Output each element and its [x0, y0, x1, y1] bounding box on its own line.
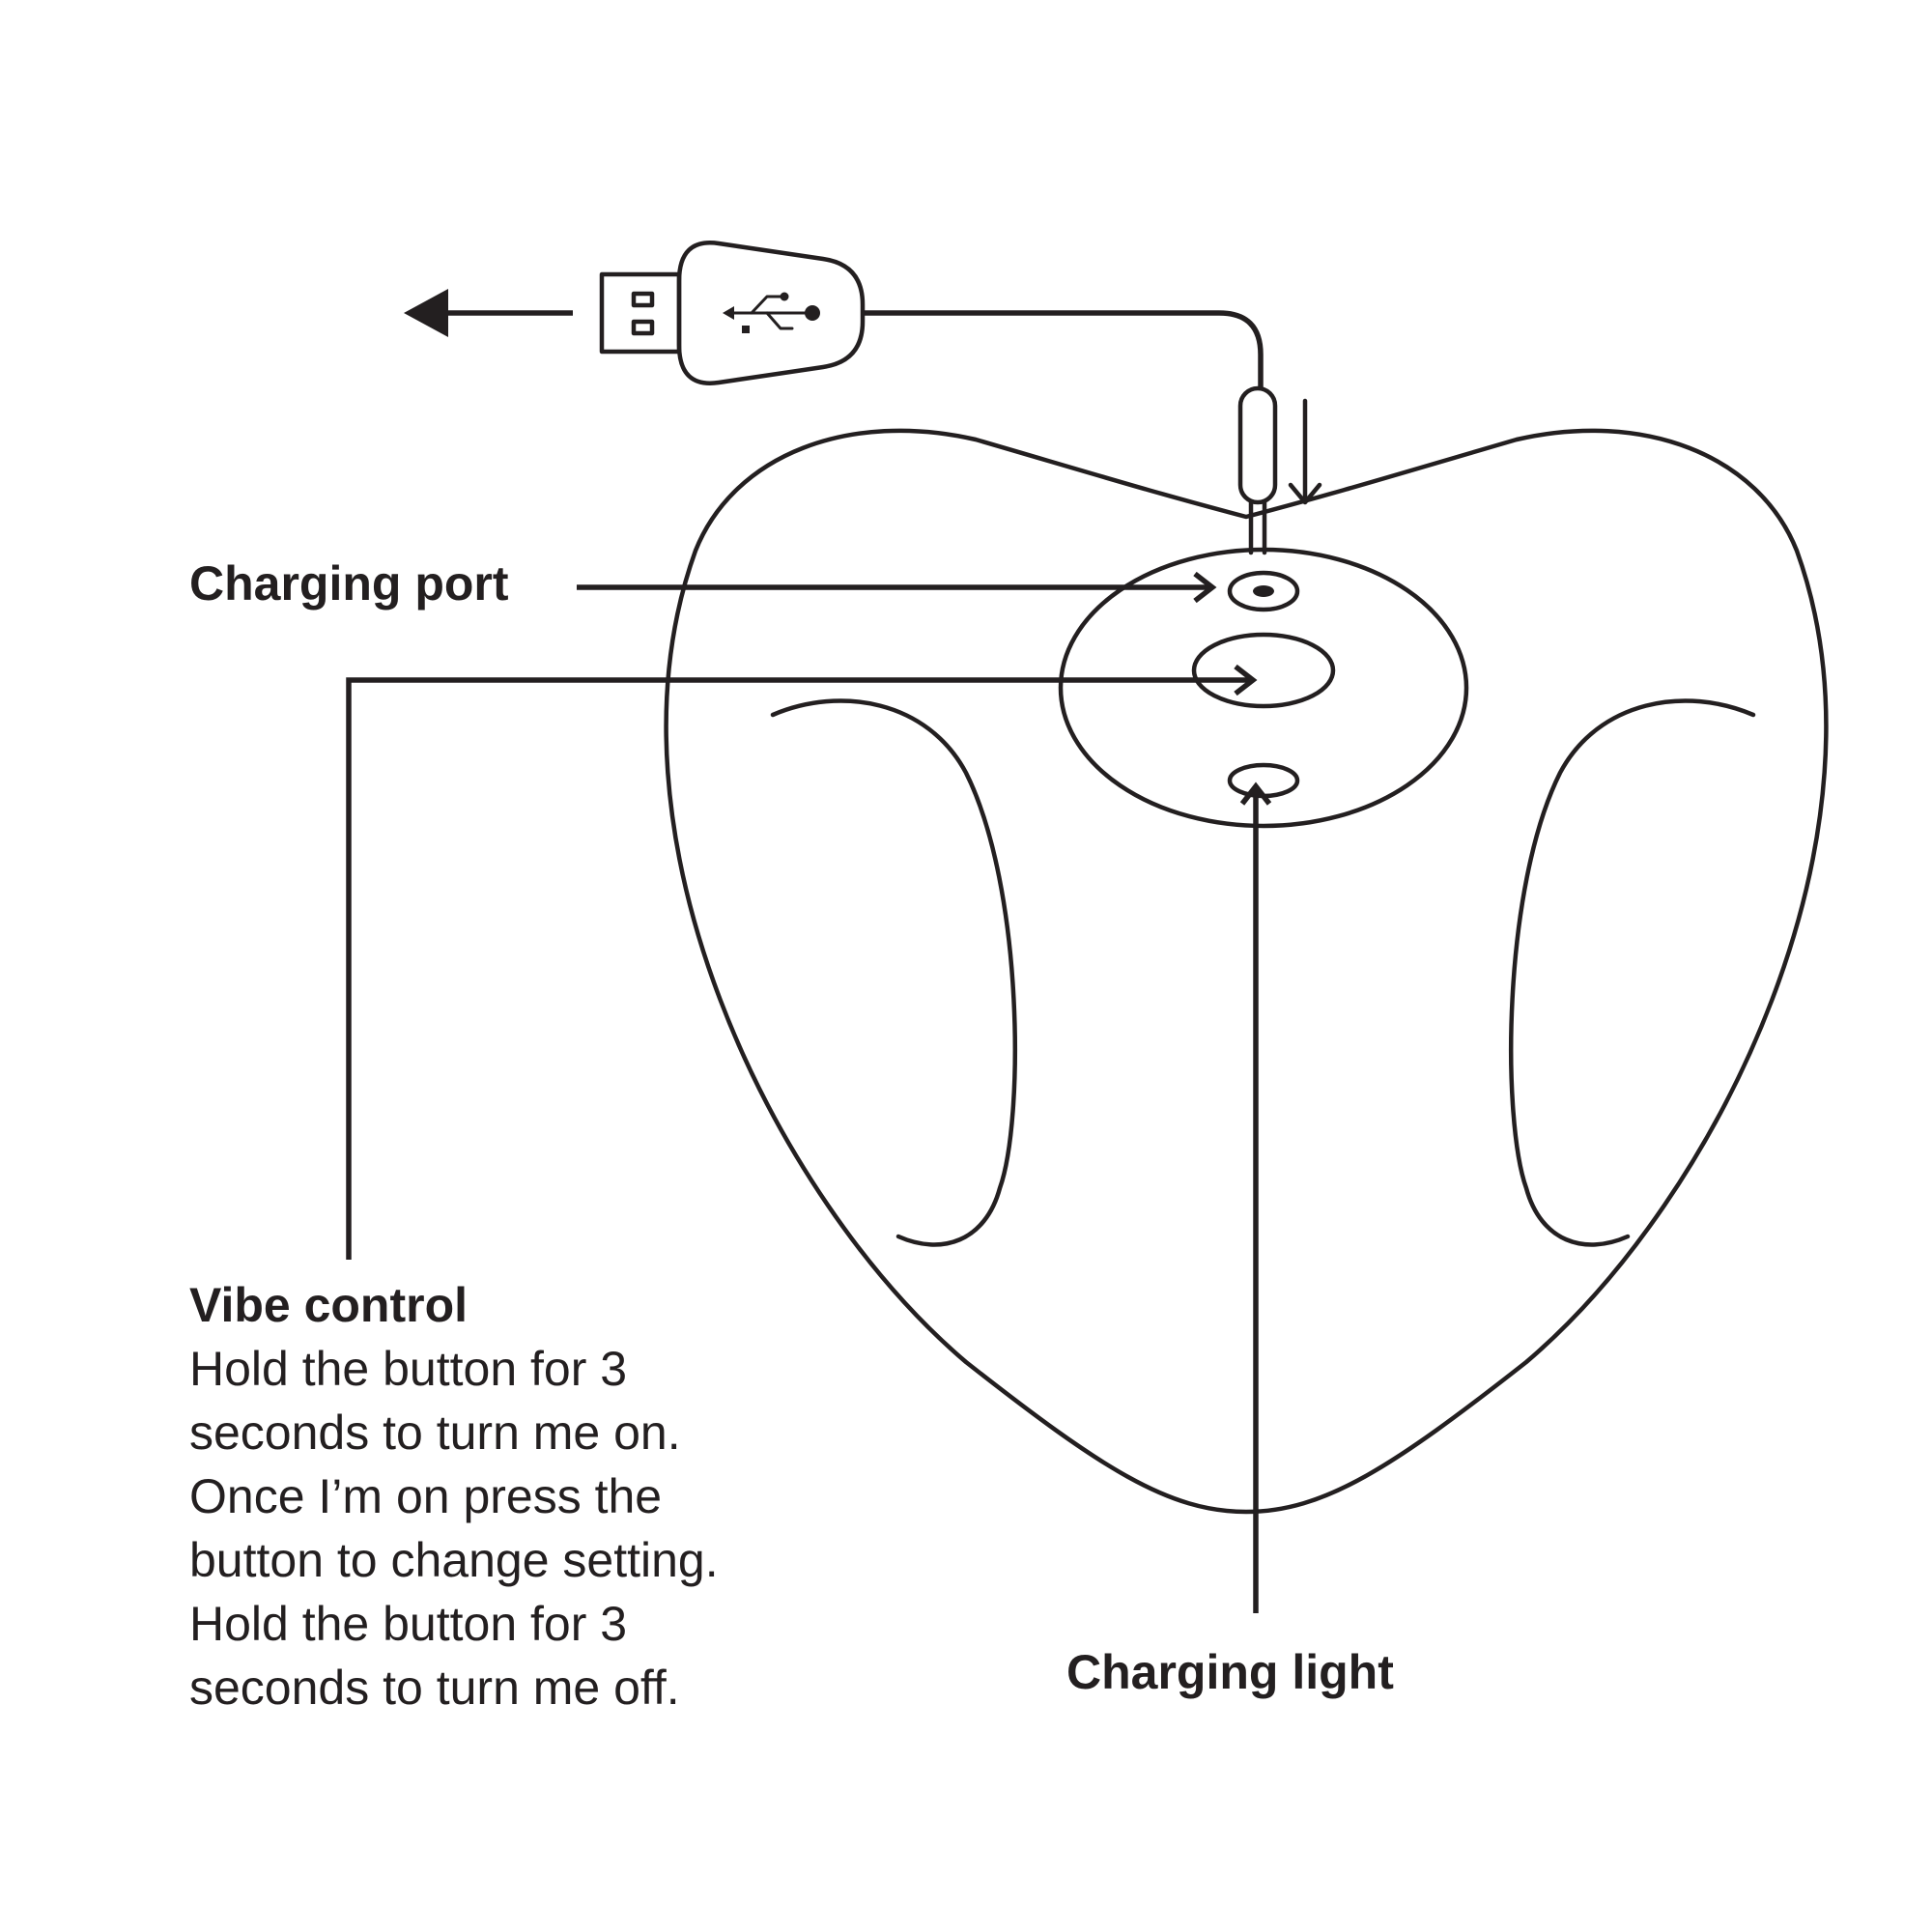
vibe-control-title: Vibe control	[189, 1278, 469, 1332]
right-lobe-contour	[1509, 698, 1756, 1247]
left-lobe-contour	[770, 698, 1017, 1247]
vibe-control-line: Hold the button for 3	[189, 1597, 628, 1651]
arrow-down-icon	[1288, 398, 1322, 505]
vibe-control-line: seconds to turn me off.	[189, 1661, 680, 1715]
charging-light	[1227, 762, 1300, 799]
charging-port-label: Charging port	[189, 556, 509, 611]
usb-symbol-icon	[723, 292, 820, 333]
vibe-control-line: button to change setting.	[189, 1533, 719, 1587]
charging-light-label: Charging light	[1066, 1645, 1394, 1699]
arrow-left-icon	[404, 289, 573, 337]
charging-cable	[865, 310, 1264, 388]
device-body-outline	[664, 428, 1829, 1515]
charging-light-leader	[1239, 781, 1272, 1613]
vibe-control-description: Vibe control Hold the button for 3 secon…	[189, 1273, 719, 1719]
vibe-control-line: Once I’m on press the	[189, 1469, 663, 1523]
vibe-control-leader	[346, 664, 1258, 1260]
vibe-control-line: seconds to turn me on.	[189, 1406, 681, 1460]
charging-port	[1227, 570, 1300, 612]
vibe-control-button[interactable]	[1191, 632, 1336, 709]
cable-plug	[1237, 385, 1278, 555]
usb-connector	[599, 241, 866, 385]
charging-port-leader	[577, 571, 1217, 604]
vibe-control-line: Hold the button for 3	[189, 1342, 628, 1396]
